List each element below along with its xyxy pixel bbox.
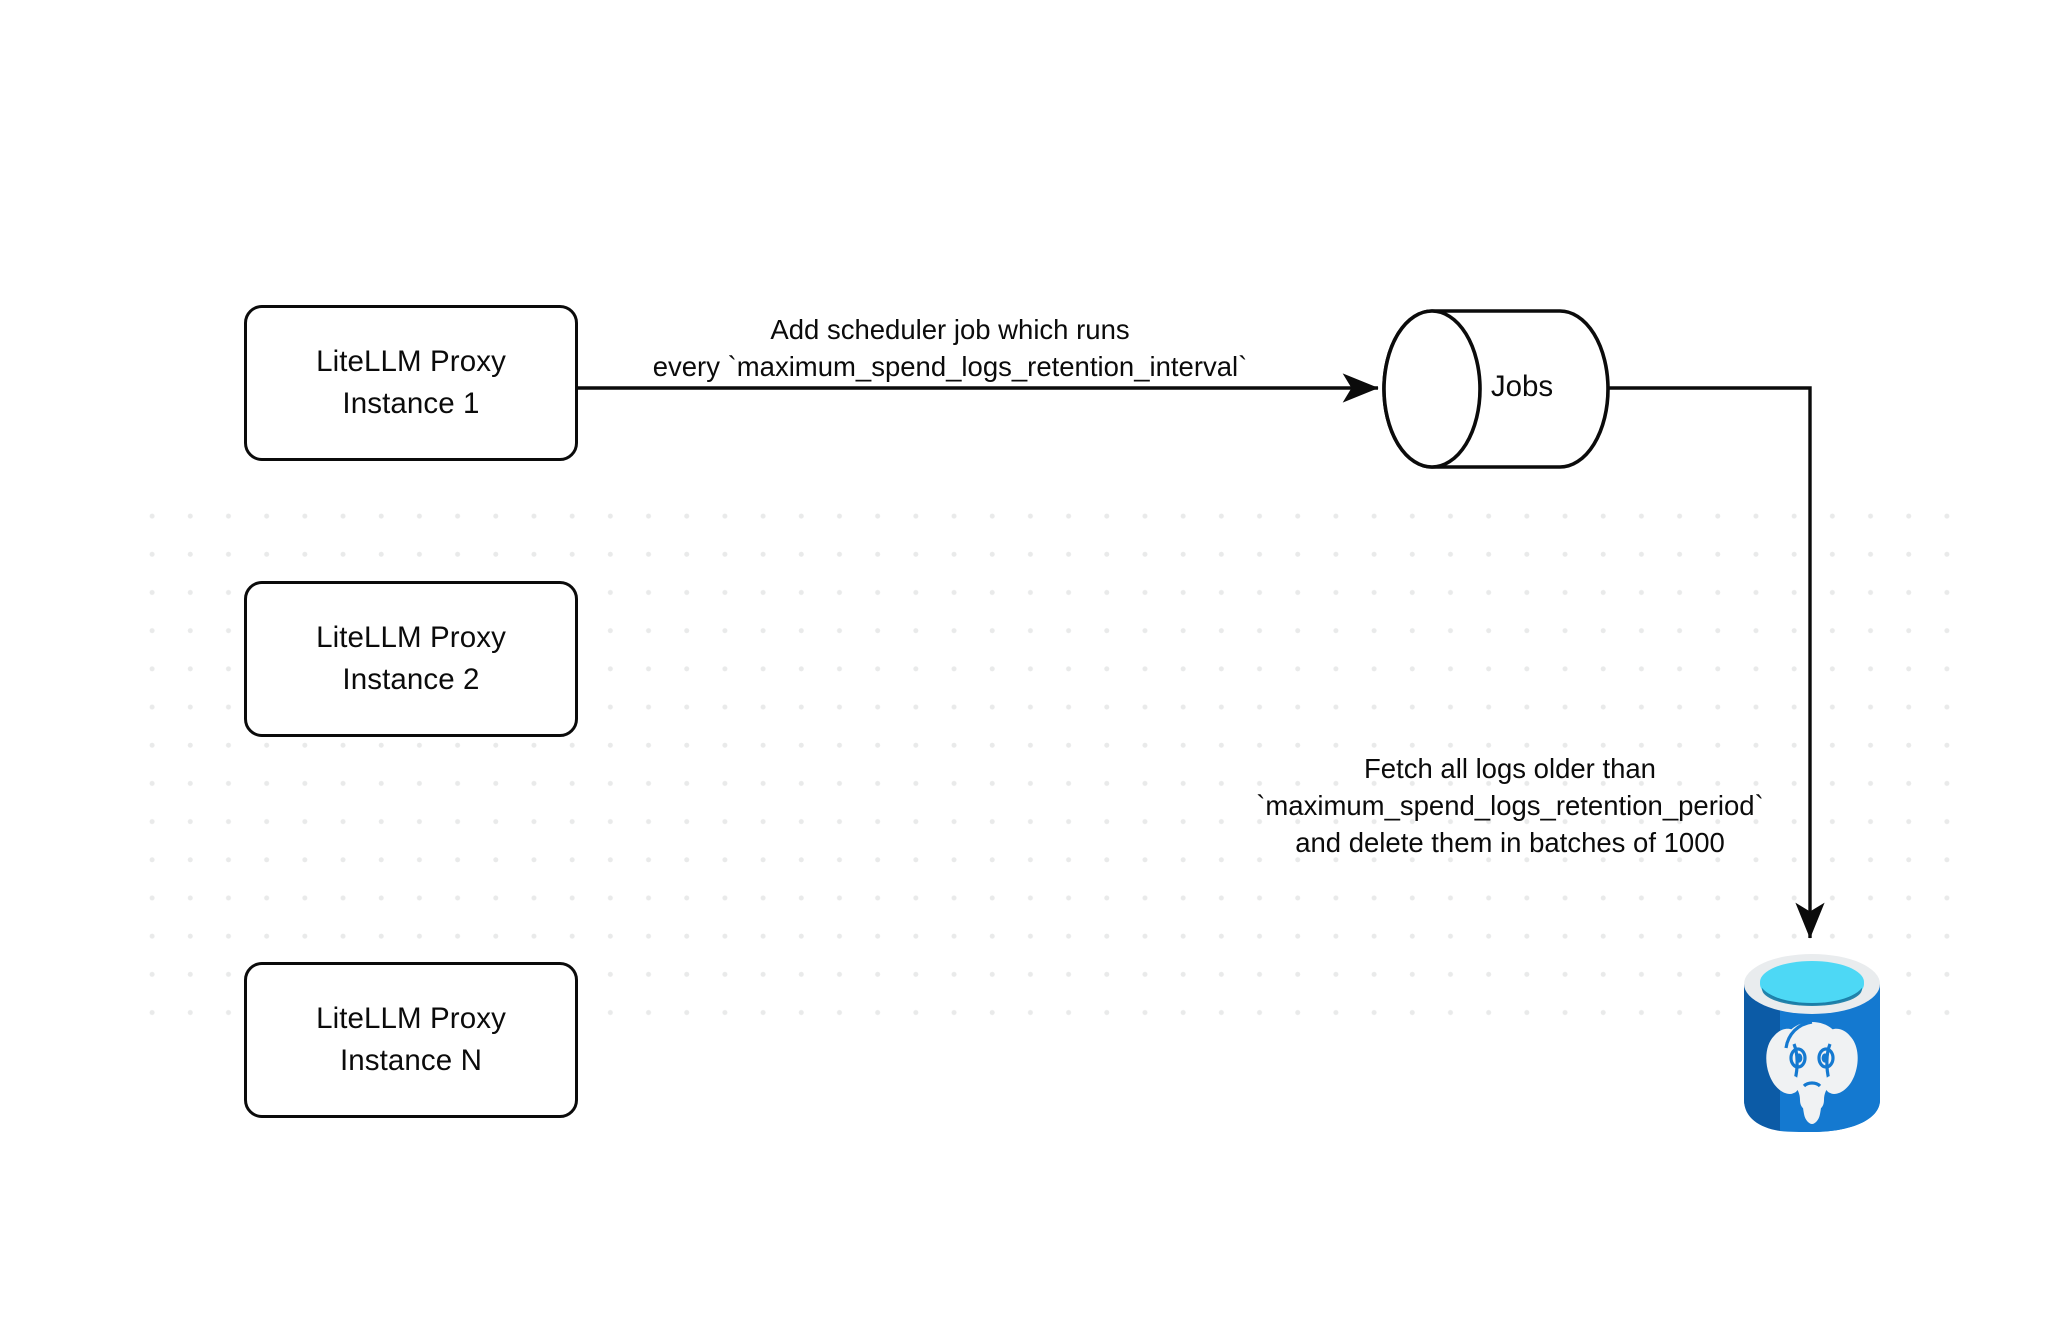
node-litellm-proxy-instance-n[interactable]: LiteLLM Proxy Instance N <box>244 962 578 1118</box>
postgresql-icon[interactable] <box>1738 948 1886 1138</box>
node-litellm-proxy-instance-1[interactable]: LiteLLM Proxy Instance 1 <box>244 305 578 461</box>
edge-label-line-1: Add scheduler job which runs <box>600 311 1300 348</box>
edge-label-line-1: Fetch all logs older than <box>1230 750 1790 787</box>
edge-label-highlight-box[interactable]: Add scheduler <box>770 314 947 345</box>
elephant-eyes <box>1795 1053 1829 1063</box>
node-litellm-proxy-instance-2[interactable]: LiteLLM Proxy Instance 2 <box>244 581 578 737</box>
jobs-cylinder-shape <box>1382 309 1610 469</box>
node-jobs-label[interactable]: Jobs <box>1490 370 1554 403</box>
elephant-tusks <box>1787 1076 1837 1094</box>
edge-label-fetch-and-delete[interactable]: Fetch all logs older than `maximum_spend… <box>1230 750 1790 861</box>
edge-label-line-2: every `maximum_spend_logs_retention_inte… <box>652 351 1248 382</box>
node-label: LiteLLM Proxy Instance 1 <box>316 345 506 420</box>
edge-jobs-to-postgres <box>1608 386 1825 939</box>
edge-label-scheduler-job[interactable]: Add scheduler job which runs every `maxi… <box>600 311 1300 385</box>
edge-label-line-3: and delete them in batches of 1000 <box>1295 827 1725 858</box>
edge-label-line-2: `maximum_spend_logs_retention_period` <box>1256 790 1764 821</box>
node-label: LiteLLM Proxy Instance 2 <box>316 621 506 696</box>
node-label: LiteLLM Proxy Instance N <box>316 1002 506 1077</box>
edge-label-line-1-rest: job which runs <box>946 314 1130 345</box>
edge-label-highlight-box[interactable]: Fetch all logs older than <box>1364 753 1656 784</box>
